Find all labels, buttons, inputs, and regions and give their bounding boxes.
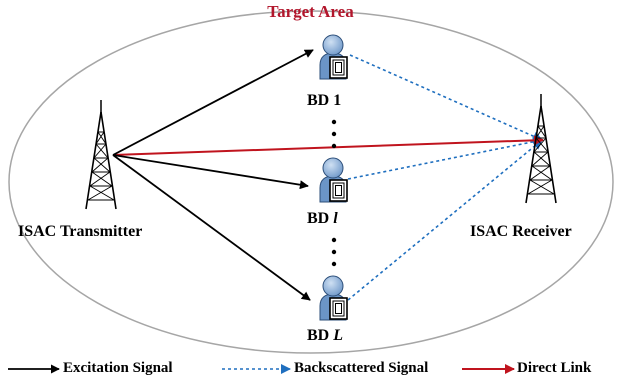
receiver-tower-icon (525, 93, 557, 204)
bdl-device-icon (319, 157, 348, 203)
legend-backscatter-label: Backscattered Signal (294, 360, 429, 376)
backscatter-link-bdL (347, 139, 543, 301)
vertical-ellipsis-upper (331, 119, 337, 149)
coverage-ellipse (8, 10, 614, 354)
direct-link (112, 135, 544, 156)
bdL-label-prefix: BD (307, 327, 330, 344)
bdL-label: BD L (307, 327, 343, 345)
legend-excitation-label: Excitation Signal (63, 360, 173, 376)
bd1-device-icon (319, 34, 348, 80)
bdl-label-index: l (333, 210, 338, 227)
legend-direct-label: Direct Link (517, 360, 592, 376)
bd1-label-prefix: BD (307, 92, 330, 109)
bdL-label-index: L (333, 327, 344, 344)
bdl-label: BD l (307, 210, 338, 228)
excitation-link-bdL (112, 154, 311, 301)
vertical-ellipsis-lower (331, 237, 337, 267)
transmitter-label: ISAC Transmitter (18, 223, 143, 240)
bdL-device-icon (319, 275, 348, 321)
backscatter-link-bdl (347, 136, 543, 180)
transmitter-tower-icon (85, 99, 117, 210)
bd1-label: BD 1 (307, 92, 341, 110)
excitation-link-bdl (112, 154, 309, 190)
bdl-label-prefix: BD (307, 210, 330, 227)
bd1-label-index: 1 (333, 92, 342, 109)
receiver-label: ISAC Receiver (470, 223, 572, 240)
backscatter-link-bd1 (349, 54, 543, 141)
target-area-title: Target Area (267, 2, 354, 21)
excitation-link-bd1 (112, 49, 314, 156)
